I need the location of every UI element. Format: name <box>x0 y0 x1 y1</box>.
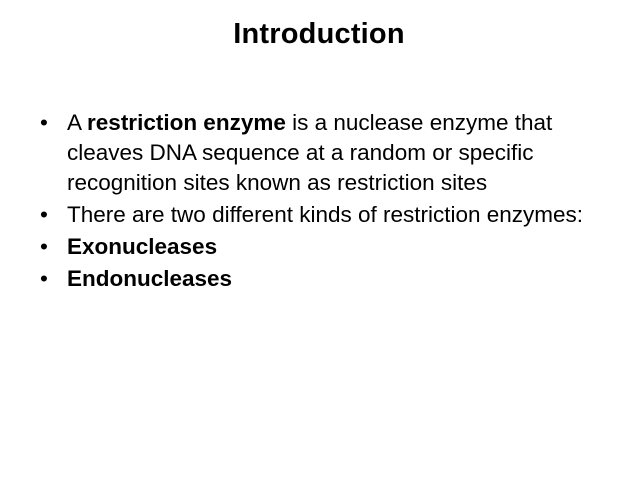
page-title: Introduction <box>233 18 405 50</box>
bullet-dot-icon: • <box>40 234 48 259</box>
bullet-text: Endonucleases <box>67 266 233 291</box>
bullet-dot-icon: • <box>40 202 48 227</box>
bullet-item-definition: • A restriction enzyme is a nuclease enzy… <box>24 108 616 198</box>
bullet-list: • A restriction enzyme is a nuclease enzy… <box>24 108 616 296</box>
bullet-text: Exonucleases <box>67 234 218 259</box>
bullet-item-kinds: • There are two different kinds of restri… <box>24 200 616 230</box>
bullet-text: A restriction enzyme is a nuclease enzym… <box>67 110 553 195</box>
bullet-item-exonucleases: • Exonucleases <box>24 232 616 262</box>
bullet-item-endonucleases: • Endonucleases <box>24 264 616 294</box>
bullet-text: There are two different kinds of restric… <box>67 202 584 227</box>
bullet-dot-icon: • <box>40 110 48 135</box>
bullet-dot-icon: • <box>40 266 48 291</box>
